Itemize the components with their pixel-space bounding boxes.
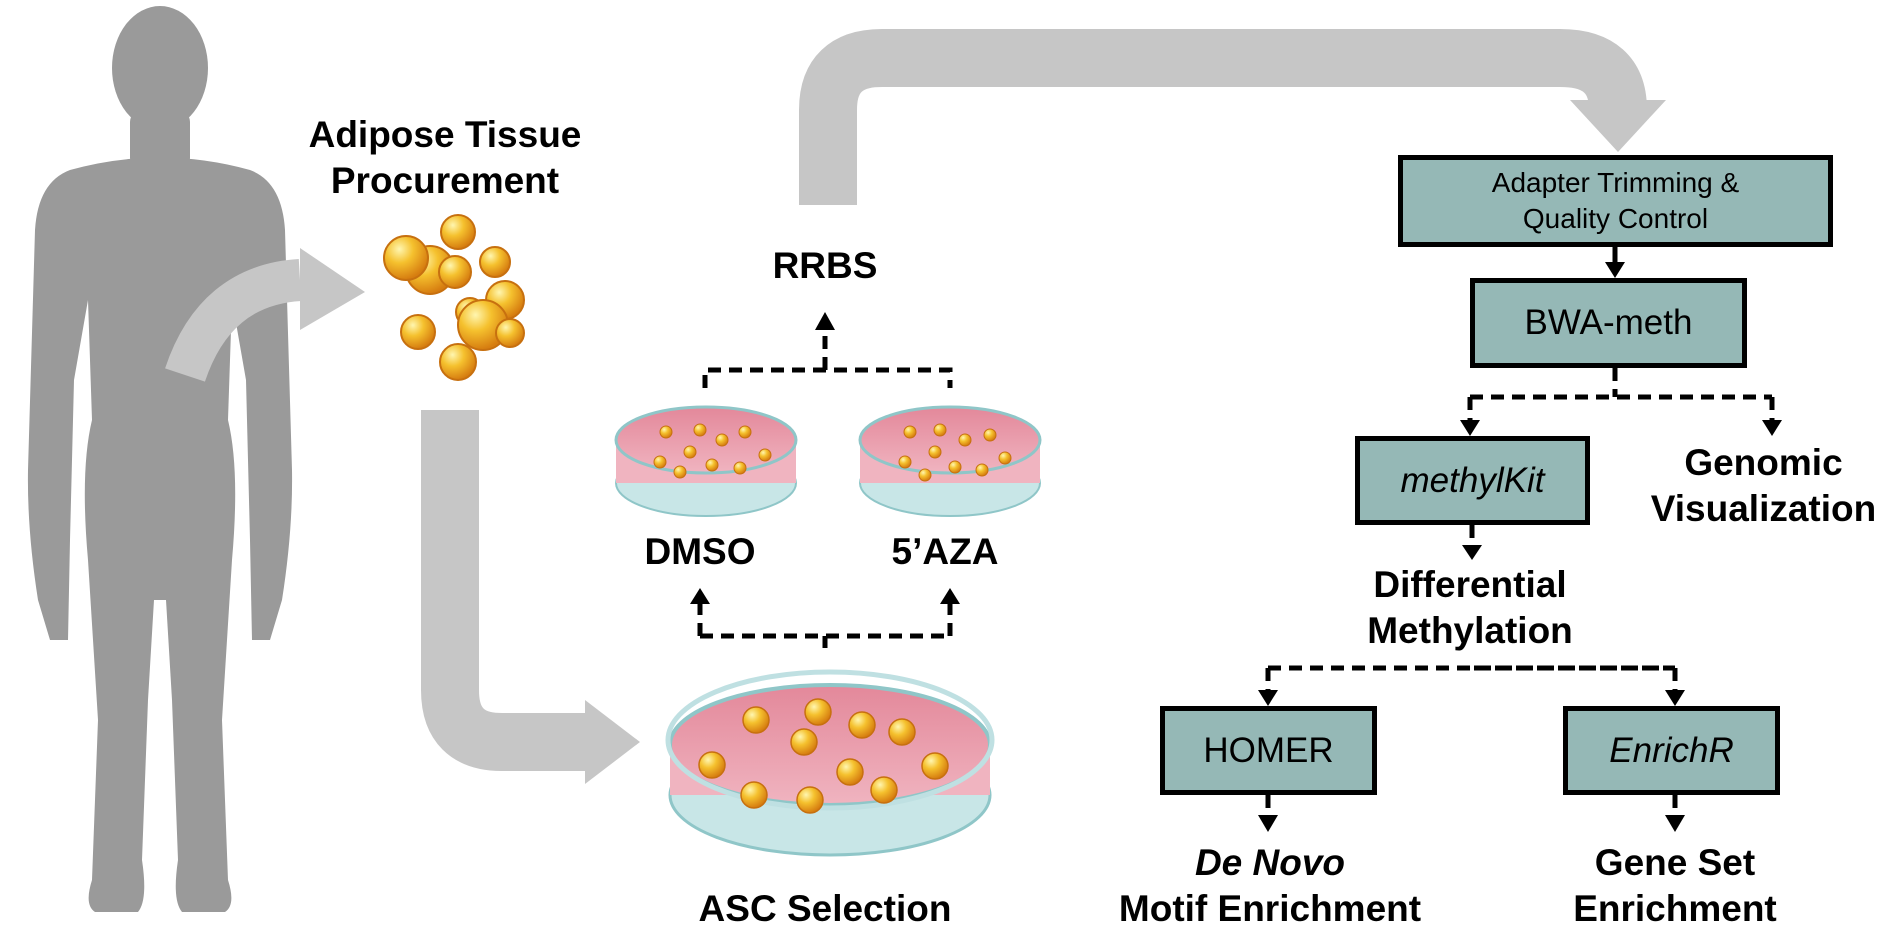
bwa-meth-box: BWA-meth: [1470, 278, 1747, 368]
adapter-line2: Quality Control: [1522, 203, 1709, 234]
homer-label: HOMER: [1203, 730, 1334, 770]
dashed-connectors: [697, 328, 1775, 815]
asc-selection-label: ASC Selection: [698, 888, 952, 929]
petri-dish-icon: [858, 405, 1042, 517]
rrbs-label: RRBS: [772, 245, 878, 286]
adipose-line1: Adipose Tissue: [308, 114, 582, 155]
human-silhouette-icon: [27, 6, 293, 912]
denovo-line2: Motif Enrichment: [1118, 888, 1422, 929]
adipose-tissue-label: Adipose Tissue Procurement: [275, 112, 615, 204]
enrichr-box: EnrichR: [1563, 706, 1780, 795]
homer-box: HOMER: [1160, 706, 1377, 795]
methylkit-box: methylKit: [1355, 436, 1590, 525]
adipose-line2: Procurement: [330, 160, 560, 201]
diffmeth-line1: Differential: [1373, 564, 1567, 605]
genomic-line2: Visualization: [1650, 488, 1877, 529]
enrichr-label: EnrichR: [1609, 730, 1734, 770]
fat-cells-icon: [383, 214, 525, 381]
diffmeth-line2: Methylation: [1367, 610, 1573, 651]
dmso-label: DMSO: [644, 531, 756, 572]
bwa-meth-label: BWA-meth: [1524, 303, 1693, 342]
petri-dish-icon: [665, 669, 995, 857]
arrowheads: [690, 262, 1782, 832]
genomic-line1: Genomic: [1684, 442, 1843, 483]
geneset-line1: Gene Set: [1594, 842, 1756, 883]
genomic-visualization-label: Genomic Visualization: [1630, 440, 1897, 532]
geneset-line2: Enrichment: [1573, 888, 1777, 929]
denovo-line1: De Novo: [1194, 842, 1346, 883]
flow-arrows: [165, 28, 1666, 784]
adapter-trimming-box: Adapter Trimming & Quality Control: [1398, 155, 1833, 247]
de-novo-motif-label: De Novo Motif Enrichment: [1090, 840, 1450, 932]
differential-methylation-label: Differential Methylation: [1310, 562, 1630, 654]
gene-set-enrichment-label: Gene Set Enrichment: [1535, 840, 1815, 932]
aza-label: 5’AZA: [891, 531, 999, 572]
methylkit-label: methylKit: [1400, 460, 1545, 500]
petri-dish-icon: [614, 405, 798, 517]
adapter-line1: Adapter Trimming &: [1491, 167, 1740, 198]
